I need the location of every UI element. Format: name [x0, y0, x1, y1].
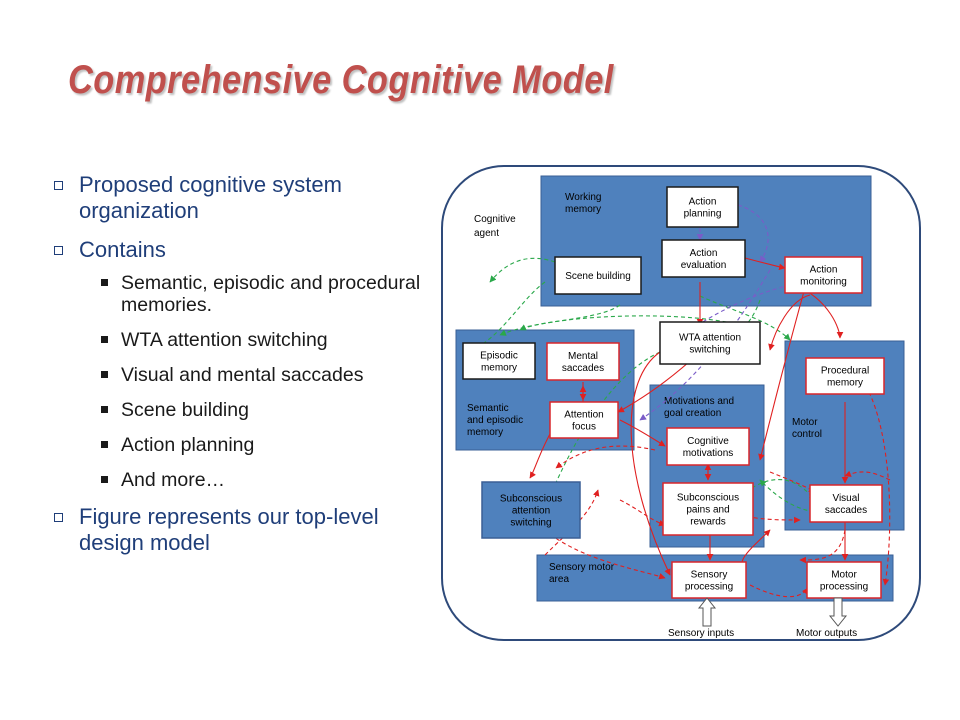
scene-building-box-label: Scene building	[565, 271, 631, 282]
connector-arrow-34	[555, 445, 656, 469]
motor-output-arrow	[828, 597, 848, 627]
connector-arrow-20	[630, 351, 671, 576]
connector-arrow-37	[799, 529, 846, 564]
sensory-inputs-label: Sensory inputs	[668, 628, 734, 639]
connector-arrow-30	[861, 379, 891, 586]
connector-arrow-28	[768, 294, 811, 351]
sensory-input-arrow	[697, 597, 717, 627]
connector-arrow-19	[619, 419, 666, 447]
connector-arrow-6	[714, 479, 816, 521]
connector-arrow-36	[749, 584, 809, 598]
sub-bullet-list: Semantic, episodic and procedural memori…	[44, 272, 424, 491]
bullet-item: Proposed cognitive system organization	[44, 172, 424, 224]
attention-focus-box	[549, 401, 619, 439]
action-planning-box	[666, 186, 739, 228]
bullet-item: Figure represents our top-level design m…	[44, 504, 424, 556]
slide-title: Comprehensive Cognitive Model	[68, 58, 614, 102]
action-evaluation-box	[661, 239, 746, 278]
bullet-item: Contains	[44, 237, 424, 263]
connector-arrow-27	[758, 269, 811, 461]
motor-outputs-label: Motor outputs	[796, 628, 857, 639]
subconscious-attention-box	[481, 481, 581, 539]
connector-arrow-35	[769, 471, 816, 493]
motor-processing-box	[806, 561, 882, 599]
visual-saccades-box	[809, 484, 883, 523]
sub-bullet-item: Visual and mental saccades	[44, 364, 424, 386]
subconscious-pains-box	[662, 482, 754, 536]
sub-bullet-item: Action planning	[44, 434, 424, 456]
connector-arrow-10	[639, 269, 771, 421]
episodic-memory-box	[462, 342, 536, 380]
wta-attention-switching-box	[659, 321, 761, 365]
sub-bullet-item: Semantic, episodic and procedural memori…	[44, 272, 424, 316]
connector-arrow-2	[519, 304, 621, 331]
connector-arrow-0	[489, 257, 556, 283]
connector-arrow-32	[544, 529, 666, 580]
connector-arrow-33	[619, 499, 666, 527]
cognitive-agent-frame	[441, 165, 921, 641]
scene-building-box	[554, 256, 642, 295]
bullet-list: Proposed cognitive system organization C…	[44, 172, 424, 569]
connector-arrow-9	[737, 204, 769, 263]
sub-bullet-item: WTA attention switching	[44, 329, 424, 351]
mental-saccades-box	[546, 342, 620, 381]
connector-arrow-8	[711, 299, 761, 351]
sensory-processing-box	[671, 561, 747, 599]
sub-bullet-item: Scene building	[44, 399, 424, 421]
cognitive-motivations-box	[666, 427, 750, 466]
action-monitoring-box	[784, 256, 863, 294]
connector-arrow-39	[739, 514, 801, 524]
connector-arrow-38	[844, 470, 891, 481]
connector-arrow-31	[544, 489, 600, 556]
sub-bullet-item: And more…	[44, 469, 424, 491]
connector-arrow-4	[699, 295, 791, 341]
procedural-memory-box	[805, 357, 885, 395]
connector-arrow-14	[744, 257, 786, 271]
